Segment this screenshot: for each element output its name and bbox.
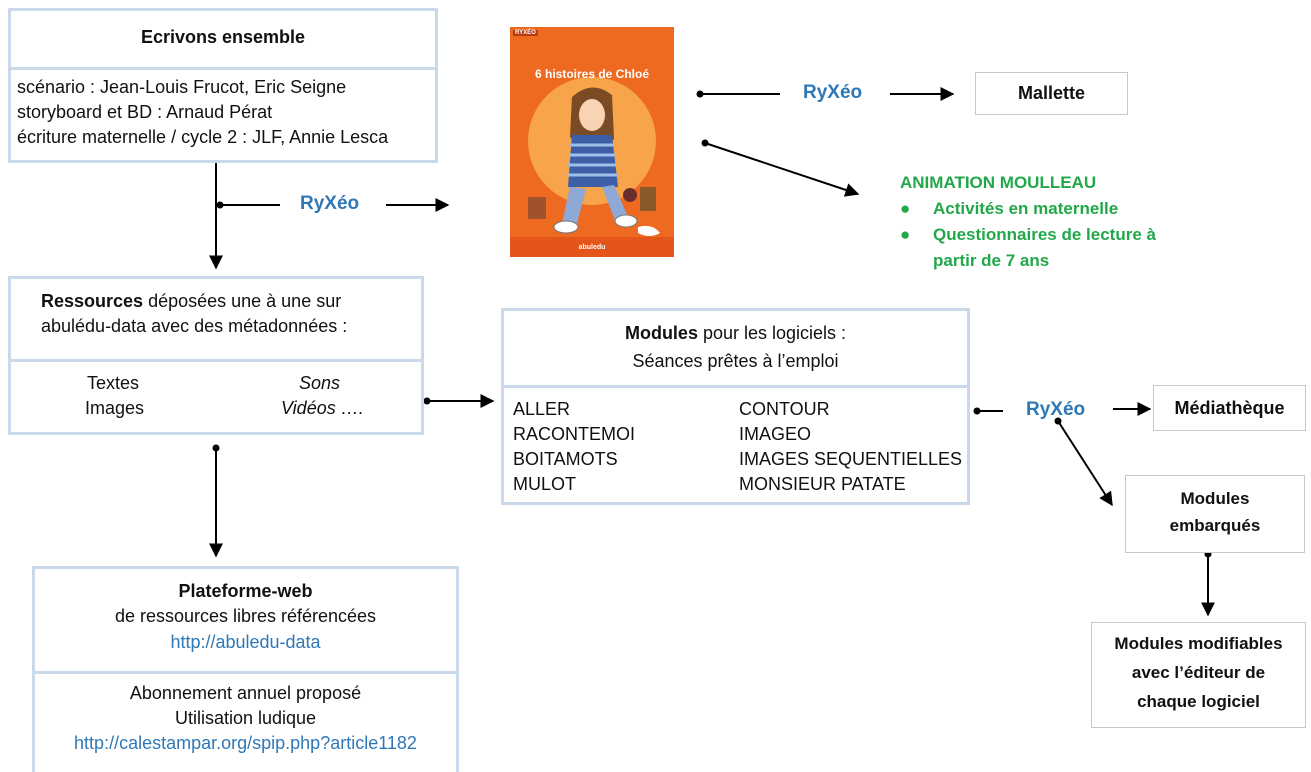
ressource-videos: Vidéos …. [281,398,364,418]
ecrivons-credit-2: storyboard et BD : Arnaud Pérat [17,102,273,122]
ryxeo-label-book: RyXéo [300,193,360,214]
module-aller: ALLER [513,399,571,419]
animation-item-1: ● Activités en maternelle [900,196,1200,222]
ressources-bold-label: Ressources [41,291,144,311]
book-cover-illustration [510,87,674,257]
modules-heading-text: pour les logiciels : [697,323,847,343]
animation-block: ANIMATION MOULLEAU ● Activités en matern… [900,170,1200,274]
book-cover-title: 6 histoires de Chloé [534,67,650,81]
plateforme-link[interactable]: http://abuledu-data [170,632,321,652]
ressources-text: déposées une à une sur abulédu-data avec… [41,291,348,336]
mediatheque-box: Médiathèque [1153,385,1306,431]
modules-divider [504,385,967,388]
ecrivons-credit-1: scénario : Jean-Louis Frucot, Eric Seign… [17,77,347,97]
modules-bold-label: Modules [624,323,698,343]
module-imageo: IMAGEO [739,424,812,444]
ressources-divider [11,359,421,362]
modules-heading: Modules pour les logiciels : [504,321,967,346]
arrow-ryxeo-to-embarques [1057,420,1113,507]
plateforme-utilisation: Utilisation ludique [174,708,317,728]
modules-modifiables-label: Modules modifiables avec l’éditeur de ch… [1114,634,1283,711]
mallette-box: Mallette [975,72,1128,115]
bullet-icon: ● [900,225,911,244]
bullet-icon: ● [900,199,911,218]
module-monsieur-patate: MONSIEUR PATATE [739,474,906,494]
ryxeo-label-mallette: RyXéo [803,82,863,103]
animation-item-2: ● Questionnaires de lecture à partir de … [900,222,1200,274]
ecrivons-box: Ecrivons ensemble scénario : Jean-Louis … [8,8,438,163]
ecrivons-divider [11,67,435,70]
modules-subtitle: Séances prêtes à l’emploi [632,351,839,371]
ressources-description: Ressources déposées une à une sur abuléd… [41,289,411,339]
ecrivons-title: Ecrivons ensemble [140,27,306,47]
modules-modifiables-box: Modules modifiables avec l’éditeur de ch… [1091,622,1306,728]
ryxeo-label-modules: RyXéo [1026,399,1086,420]
ressource-sons: Sons [299,373,341,393]
module-mulot: MULOT [513,474,576,494]
ressources-box: Ressources déposées une à une sur abuléd… [8,276,424,435]
book-cover: RYXÉO 6 histoires de Chloé abuledu [510,27,674,257]
ecrivons-credit-3: écriture maternelle / cycle 2 : JLF, Ann… [17,127,389,147]
module-contour: CONTOUR [739,399,830,419]
plateforme-subtitle: de ressources libres référencées [114,606,377,626]
plateforme-link-2[interactable]: http://calestampar.org/spip.php?article1… [74,733,417,753]
plateforme-abonnement: Abonnement annuel proposé [129,683,362,703]
ressource-textes: Textes [87,373,140,393]
modules-embarques-box: Modules embarqués [1125,475,1305,553]
animation-item-2-label: Questionnaires de lecture à partir de 7 … [933,225,1156,270]
plateforme-divider [35,671,456,674]
module-images-sequentielles: IMAGES SEQUENTIELLES [739,449,963,469]
book-cover-publisher: abuledu [578,244,606,251]
animation-title: ANIMATION MOULLEAU [900,173,1097,192]
animation-item-1-label: Activités en maternelle [933,199,1119,218]
modules-box: Modules pour les logiciels : Séances prê… [501,308,970,505]
module-racontemoi: RACONTEMOI [513,424,636,444]
book-cover-top-badge: RYXÉO [513,30,538,36]
ressource-images: Images [85,398,145,418]
module-boitamots: BOITAMOTS [513,449,618,469]
plateforme-title: Plateforme-web [178,581,313,601]
plateforme-box: Plateforme-web de ressources libres réfé… [32,566,459,772]
modules-embarques-label: Modules embarqués [1169,489,1261,535]
arrow-book-to-animation [704,142,860,197]
